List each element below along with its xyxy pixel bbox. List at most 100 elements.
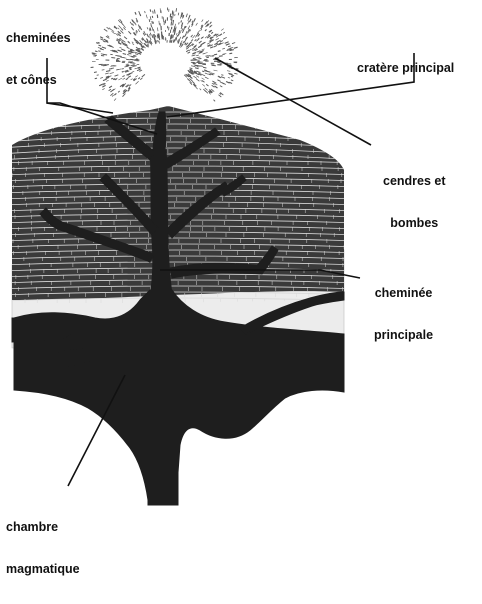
ash-particle (131, 79, 133, 80)
ash-particle (95, 51, 98, 52)
ash-particle (111, 78, 113, 79)
ash-particle (203, 67, 206, 68)
label-cratere-principal: cratère principal (357, 33, 454, 103)
ash-particle (179, 37, 181, 41)
ash-particle (196, 23, 198, 26)
ash-particle (152, 35, 153, 38)
ash-particle (199, 41, 202, 43)
ash-particle (118, 28, 120, 30)
ash-particle (186, 46, 188, 48)
ash-particle (150, 16, 151, 20)
ash-particle (178, 34, 179, 37)
ash-particle (201, 74, 205, 76)
ash-particle (153, 29, 154, 33)
ash-particle (180, 30, 181, 33)
ash-particle (173, 29, 174, 32)
ash-particle (127, 47, 130, 48)
label-cendres-line2: bombes (383, 216, 446, 230)
ash-particle (126, 78, 128, 79)
ash-particle (188, 21, 190, 25)
label-chambre-line1: chambre (6, 520, 80, 534)
ash-particle (152, 21, 153, 24)
ash-particle (115, 75, 119, 76)
ash-particle (132, 42, 134, 43)
ash-particle (186, 14, 187, 18)
ash-particle (183, 15, 184, 18)
ash-particle (202, 71, 204, 72)
ash-particle (153, 11, 154, 14)
ash-particle (103, 41, 105, 42)
ash-particle (102, 88, 104, 89)
ash-particle (132, 57, 135, 58)
ash-particle (229, 53, 232, 54)
ash-particle (112, 95, 114, 96)
ash-particle (106, 71, 110, 72)
ash-particle (104, 29, 107, 31)
ash-particle (211, 32, 213, 34)
ash-particle (232, 43, 235, 44)
ash-particle (107, 36, 109, 37)
ash-particle (120, 38, 122, 40)
ash-particle (218, 76, 220, 77)
ash-particle (221, 77, 225, 79)
ash-particle (118, 20, 120, 23)
crater-glow (135, 42, 195, 102)
ash-particle (220, 86, 222, 87)
ash-particle (205, 88, 208, 91)
ash-particle (123, 54, 126, 55)
ash-particle (130, 22, 132, 25)
ash-particle (234, 73, 237, 74)
ash-particle (156, 40, 157, 42)
ash-particle (210, 22, 212, 24)
ash-particle (123, 94, 126, 97)
ash-particle (205, 77, 209, 79)
ash-particle (170, 40, 171, 43)
ash-particle (109, 86, 112, 88)
ash-particle (186, 31, 187, 33)
ash-particle (149, 34, 150, 36)
ash-particle (216, 38, 219, 40)
ash-particle (117, 69, 121, 70)
ash-particle (106, 80, 109, 81)
ash-particle (149, 19, 150, 22)
ash-particle (185, 43, 187, 45)
ash-particle (129, 84, 131, 86)
ash-particle (196, 76, 199, 78)
stratified-layers (0, 100, 360, 309)
ash-particle (146, 15, 147, 19)
ash-particle (118, 78, 122, 80)
ash-particle (119, 25, 122, 28)
ash-particle (182, 29, 183, 31)
ash-particle (132, 71, 134, 72)
ash-particle (150, 33, 151, 35)
ash-particle (176, 8, 177, 12)
ash-particle (103, 54, 107, 55)
label-chambre-line2: magmatique (6, 562, 80, 576)
ash-particle (188, 31, 189, 33)
ash-particle (132, 44, 134, 45)
ash-particle (231, 76, 233, 77)
ash-particle (135, 12, 136, 15)
ash-particle (118, 56, 122, 57)
ash-particle (189, 49, 191, 50)
ash-particle (121, 41, 123, 42)
ash-particle (121, 29, 123, 31)
ash-particle (206, 56, 209, 57)
ash-particle (124, 37, 127, 39)
ash-particle (196, 55, 199, 56)
ash-particle (216, 44, 218, 45)
ash-particle (155, 35, 156, 37)
ash-particle (111, 58, 115, 59)
ash-particle (181, 16, 182, 18)
ash-particle (112, 31, 115, 34)
ash-particle (195, 87, 197, 89)
ash-particle (201, 42, 205, 45)
ash-particle (150, 37, 152, 41)
ash-particle (121, 49, 125, 51)
ash-particle (208, 34, 210, 35)
ash-particle (198, 46, 202, 48)
ash-particle (221, 75, 223, 76)
ash-particle (100, 37, 103, 39)
ash-particle (212, 85, 215, 87)
ash-particle (100, 77, 103, 78)
